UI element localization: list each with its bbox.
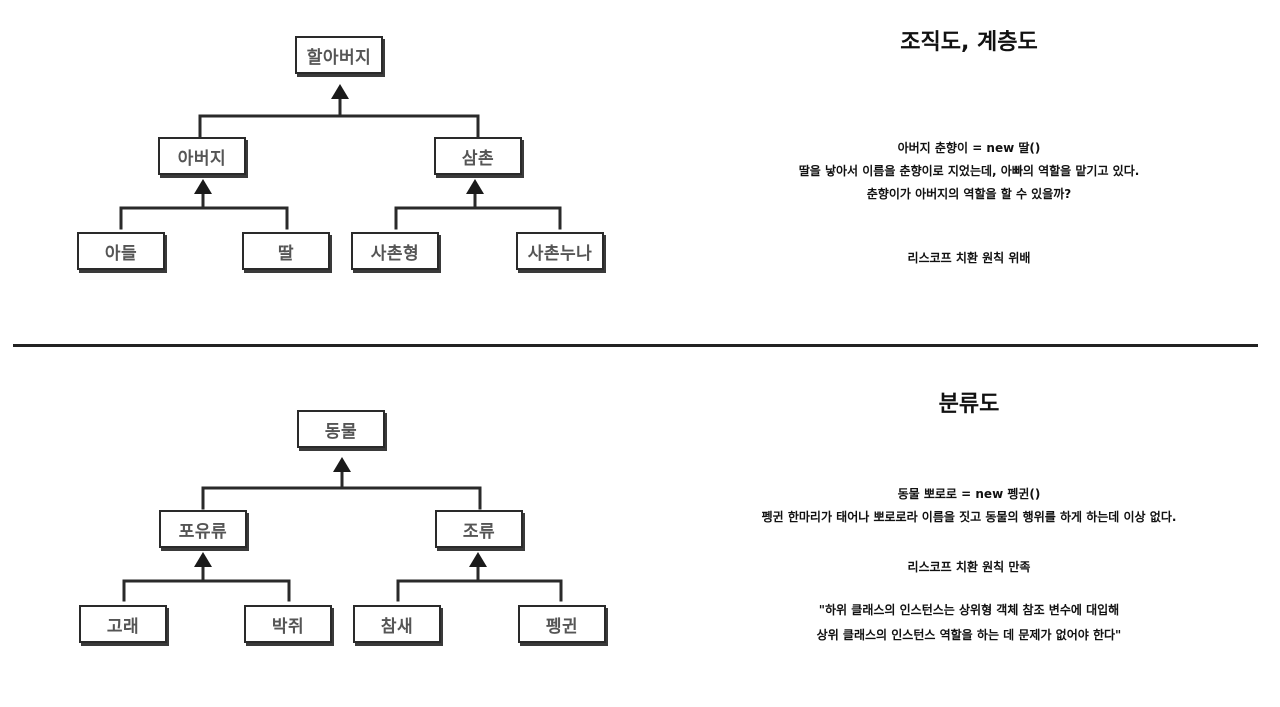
node-cousin-sister: 사촌누나	[516, 232, 604, 270]
node-father: 아버지	[158, 137, 246, 175]
taxonomy-desc-line-2: 펭귄 한마리가 태어나 뽀로로라 이름을 짓고 동물의 행위를 하게 하는데 이…	[761, 510, 1177, 524]
node-cousin-brother: 사촌형	[351, 232, 439, 270]
taxonomy-quote-line-1: "하위 클래스의 인스턴스는 상위형 객체 참조 변수에 대입해	[818, 603, 1120, 617]
org-desc-line-3: 춘향이가 아버지의 역할을 할 수 있을까?	[866, 187, 1072, 201]
connector-right-bracket-2	[396, 579, 563, 602]
node-whale: 고래	[79, 605, 167, 643]
arrow-head-right	[466, 179, 484, 194]
taxonomy-quote-line-2: 상위 클래스의 인스턴스 역할을 하는 데 문제가 없어야 한다"	[816, 628, 1122, 642]
connector-left-bracket	[119, 206, 289, 230]
arrow-head-left-2	[194, 552, 212, 567]
connector-right-bracket	[394, 206, 562, 230]
node-grandfather: 할아버지	[295, 36, 383, 74]
node-uncle: 삼촌	[434, 137, 522, 175]
node-animal: 동물	[297, 410, 385, 448]
node-bat: 박쥐	[244, 605, 332, 643]
node-penguin: 펭귄	[518, 605, 606, 643]
org-desc-line-1: 아버지 춘향이 = new 딸()	[897, 141, 1041, 155]
org-chart-title: 조직도, 계층도	[900, 30, 1038, 55]
org-verdict: 리스코프 치환 원칙 위배	[907, 251, 1031, 265]
connector-left-bracket-2	[122, 579, 291, 602]
node-son: 아들	[77, 232, 165, 270]
taxonomy-title: 분류도	[938, 392, 1000, 417]
arrow-head-left	[194, 179, 212, 194]
node-mammal: 포유류	[159, 510, 247, 548]
connector-root-bracket	[198, 114, 480, 139]
arrow-head-root-2	[333, 457, 351, 472]
arrow-head-right-2	[469, 552, 487, 567]
taxonomy-desc-line-1: 동물 뽀로로 = new 펭귄()	[897, 487, 1041, 501]
section-divider	[13, 344, 1258, 347]
node-daughter: 딸	[242, 232, 330, 270]
arrow-head-root	[331, 84, 349, 99]
taxonomy-verdict: 리스코프 치환 원칙 만족	[907, 560, 1031, 574]
org-desc-line-2: 딸을 낳아서 이름을 춘향이로 지었는데, 아빠의 역할을 맡기고 있다.	[798, 164, 1140, 178]
connector-root-bracket-2	[201, 486, 482, 510]
node-sparrow: 참새	[353, 605, 441, 643]
node-bird: 조류	[435, 510, 523, 548]
